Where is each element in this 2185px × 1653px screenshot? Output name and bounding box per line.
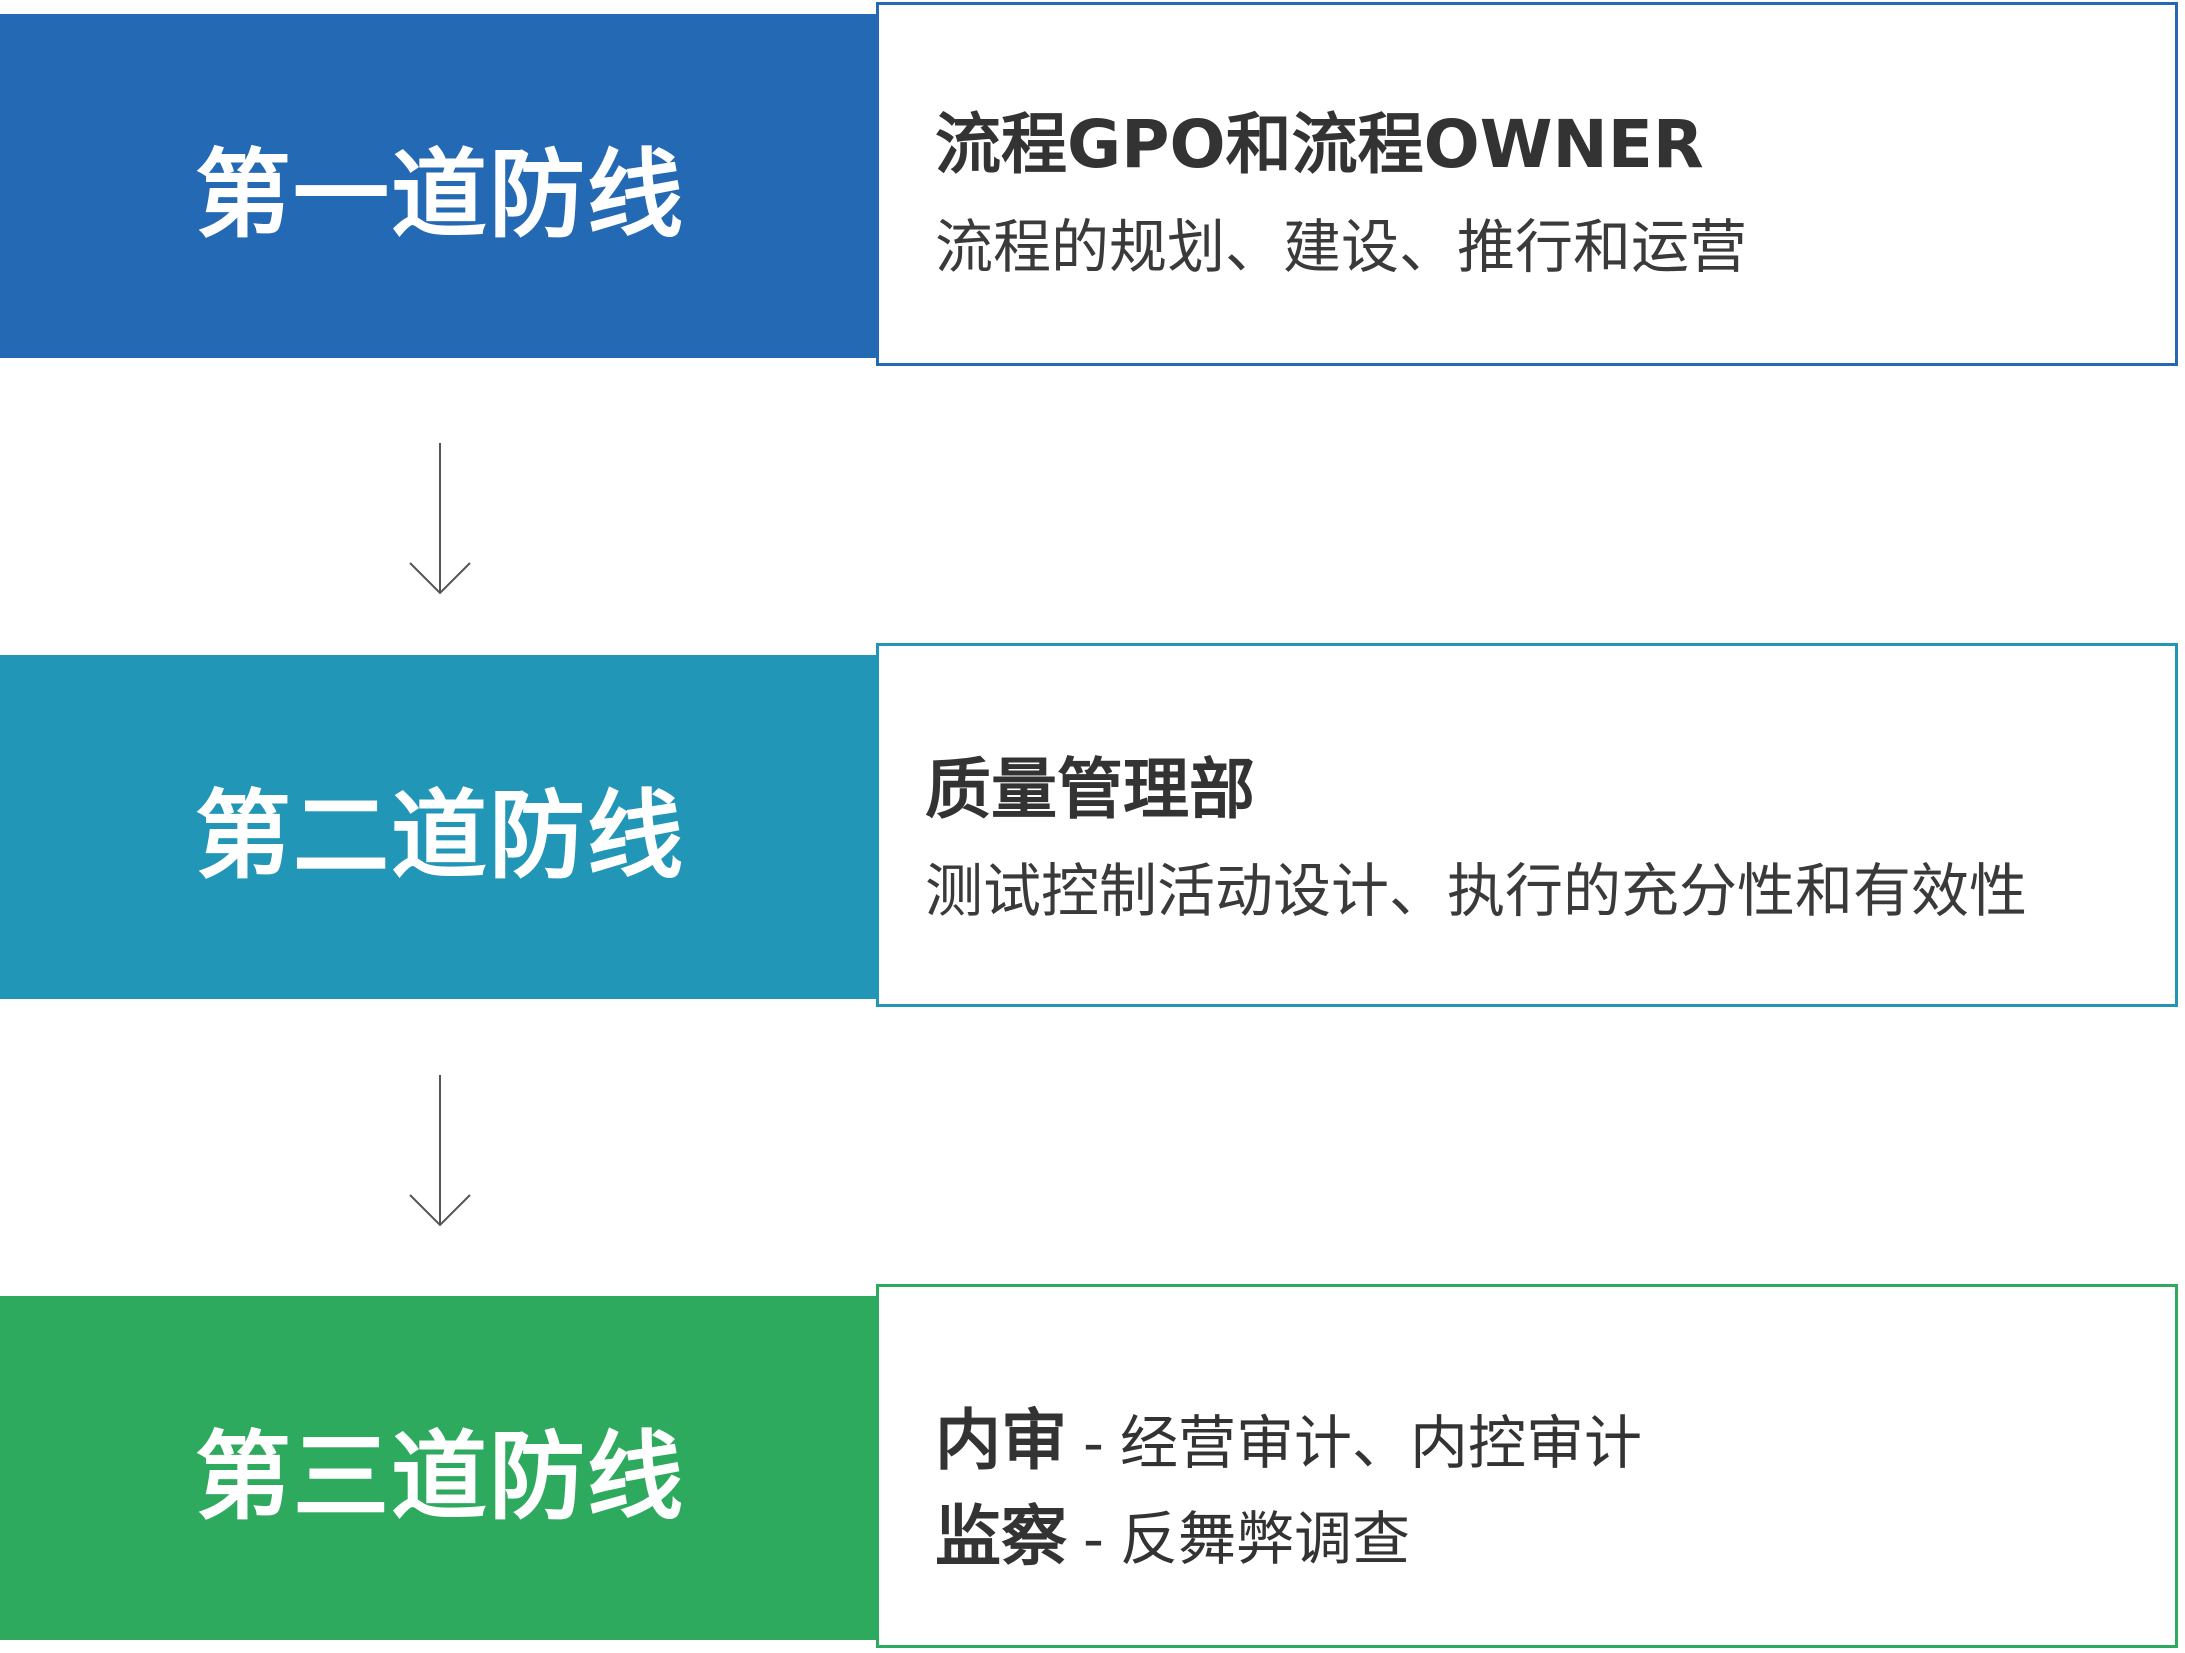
defense-line-2-description-box: 质量管理部 测试控制活动设计、执行的充分性和有效性 [876, 643, 2178, 1007]
supervision-title: 监察 [935, 1498, 1067, 1575]
defense-line-2-label: 第二道防线 [0, 655, 880, 999]
defense-line-3: 第三道防线 内审-经营审计、内控审计 监察-反舞弊调查 [0, 1284, 2185, 1652]
arrow-down-icon [409, 443, 471, 595]
defense-line-3-label: 第三道防线 [0, 1296, 880, 1640]
separator: - [1083, 1409, 1104, 1477]
defense-line-3-row-internal-audit: 内审-经营审计、内控审计 [935, 1387, 1642, 1483]
defense-line-1-description-box: 流程GPO和流程OWNER 流程的规划、建设、推行和运营 [876, 2, 2178, 366]
supervision-detail: 反舞弊调查 [1119, 1505, 1410, 1573]
defense-line-1: 第一道防线 流程GPO和流程OWNER 流程的规划、建设、推行和运营 [0, 2, 2185, 370]
defense-line-3-row-supervision: 监察-反舞弊调查 [935, 1483, 1410, 1579]
defense-line-2-description: 测试控制活动设计、执行的充分性和有效性 [925, 857, 2028, 925]
defense-line-1-title: 流程GPO和流程OWNER [935, 106, 1704, 183]
internal-audit-detail: 经营审计、内控审计 [1119, 1409, 1642, 1477]
defense-line-3-description-box: 内审-经营审计、内控审计 监察-反舞弊调查 [876, 1284, 2178, 1648]
arrow-down-icon [409, 1075, 471, 1227]
defense-line-1-description: 流程的规划、建设、推行和运营 [935, 213, 1748, 281]
internal-audit-title: 内审 [935, 1402, 1067, 1479]
defense-line-1-label: 第一道防线 [0, 14, 880, 358]
separator: - [1083, 1505, 1104, 1573]
defense-line-2-title: 质量管理部 [925, 751, 1255, 828]
defense-line-2: 第二道防线 质量管理部 测试控制活动设计、执行的充分性和有效性 [0, 643, 2185, 1011]
